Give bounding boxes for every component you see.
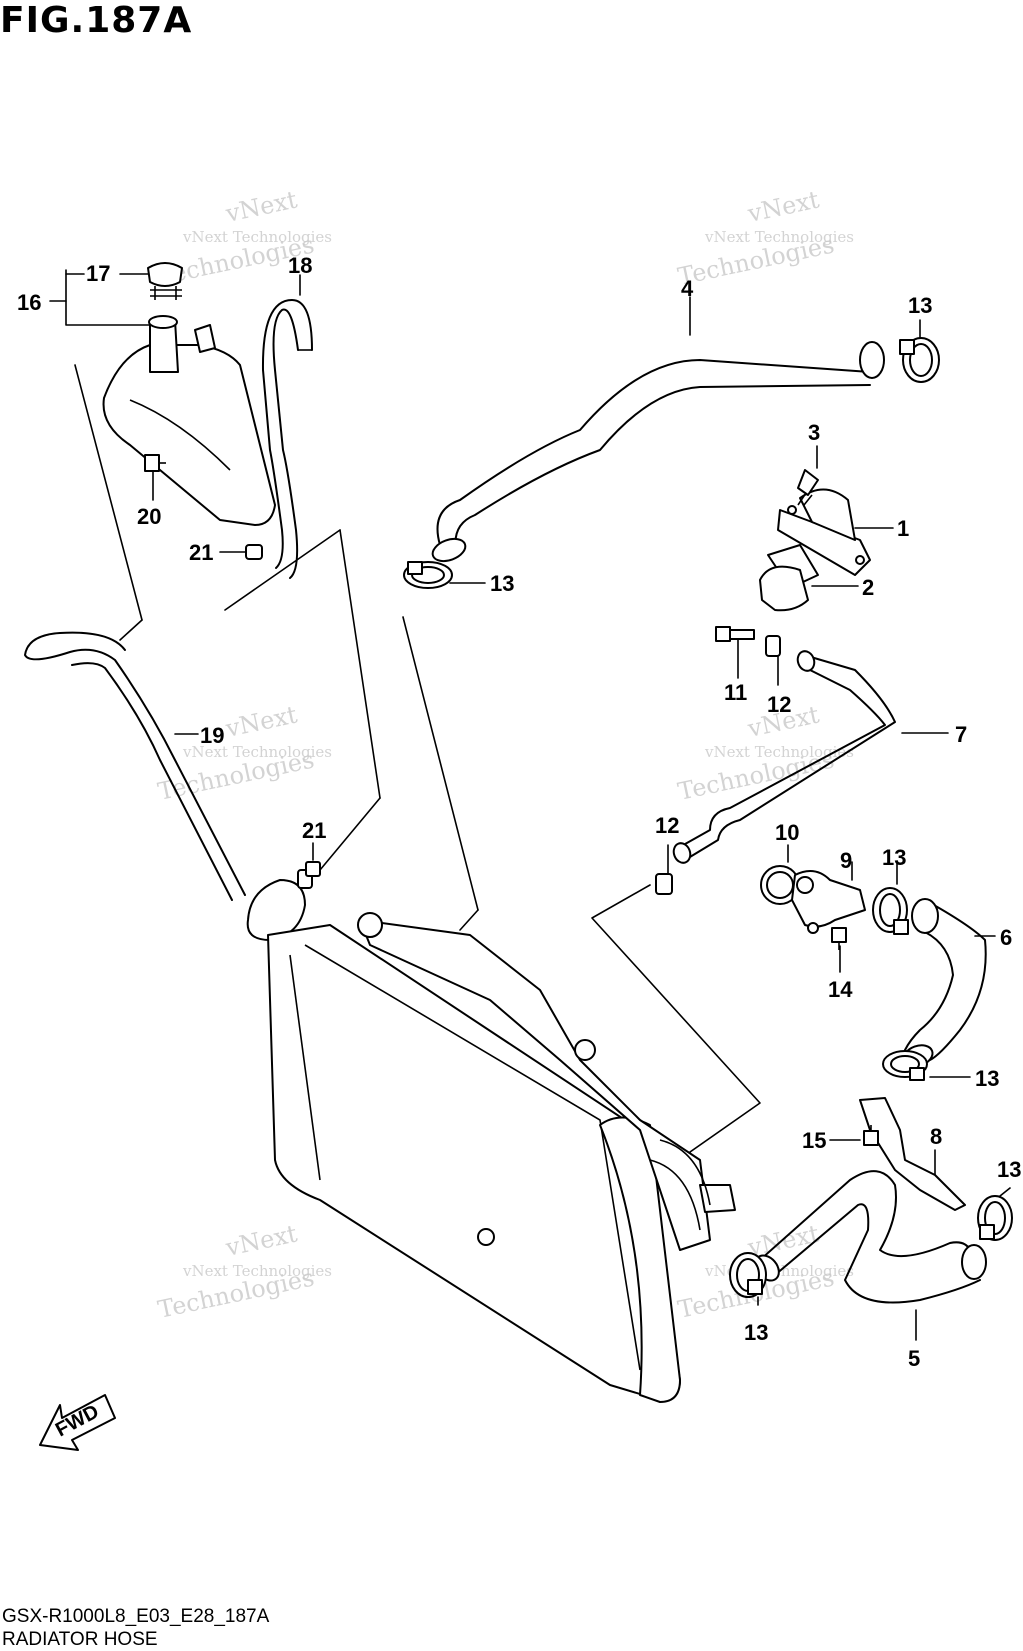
callout: 13: [490, 571, 514, 596]
callout: 12: [767, 692, 791, 717]
bolt-20: [144, 454, 166, 472]
fwd-arrow: FWD: [39, 1394, 116, 1451]
callout: 15: [802, 1128, 826, 1153]
callout: 3: [808, 420, 820, 445]
svg-text:vNext Technologies: vNext Technologies: [182, 228, 332, 246]
callout: 10: [775, 820, 799, 845]
callout: 12: [655, 813, 679, 838]
bolt-14: [831, 927, 847, 950]
lower-hose-5: [754, 1170, 987, 1304]
breather-hose-19: [24, 631, 246, 901]
drawing-name: RADIATOR HOSE: [2, 1629, 158, 1650]
watermark-top-right: vNext Technologies Technologies vNext: [675, 185, 854, 290]
figure-title: FIG.187A: [0, 0, 193, 41]
clamp-13-lower: [882, 1050, 928, 1081]
watermark-mid-left: vNext Technologies Technologies vNext: [155, 700, 332, 805]
clip-21-upper: [245, 544, 263, 560]
callout: 17: [86, 261, 110, 286]
clamp-13-outlet: [872, 887, 909, 935]
callout: 21: [302, 818, 326, 843]
svg-text:vNext: vNext: [222, 185, 300, 228]
callout: 1: [897, 516, 909, 541]
callout: 7: [955, 722, 967, 747]
radiator-cap: [246, 861, 321, 941]
upper-hose-4: [431, 341, 885, 563]
bolt-11: [715, 626, 755, 642]
callout-numbers: 17 16 18 20 21 19 21 4 13 3 1 2 13 11 12…: [17, 253, 1021, 1371]
svg-text:vNext: vNext: [744, 185, 822, 228]
clamp-13-top: [899, 337, 940, 383]
hose-6: [902, 898, 987, 1068]
callout: 21: [189, 540, 213, 565]
water-outlet-9: [791, 870, 866, 934]
clamp-13-mid: [403, 561, 453, 589]
callout: 20: [137, 504, 161, 529]
reservoir-tank-16: [102, 315, 276, 526]
bolt-15: [863, 1125, 879, 1146]
clamp-13-right: [977, 1195, 1013, 1241]
callout: 13: [744, 1320, 768, 1345]
callout: 13: [908, 293, 932, 318]
callout: 6: [1000, 925, 1012, 950]
clip-12-lower: [655, 873, 673, 895]
callout: 14: [828, 977, 853, 1002]
bolt-3: [797, 469, 819, 506]
bracket-8: [859, 1097, 966, 1211]
svg-text:vNext: vNext: [222, 1219, 300, 1262]
callout: 13: [997, 1157, 1021, 1182]
callout: 11: [724, 680, 747, 705]
drawing-code: GSX-R1000L8_E03_E28_187A: [2, 1606, 270, 1627]
callout: 18: [288, 253, 312, 278]
watermark-bottom-left: vNext Technologies Technologies vNext: [155, 1219, 332, 1323]
clip-12-upper: [765, 635, 781, 657]
leader-lines: [49, 269, 1011, 1341]
thermostat-cover-1: [777, 488, 871, 576]
radiator: [267, 912, 736, 1403]
overflow-hose-18: [261, 299, 313, 579]
callout: 16: [17, 290, 41, 315]
thermostat-2: [759, 544, 819, 612]
svg-text:vNext Technologies: vNext Technologies: [182, 743, 332, 761]
callout: 5: [908, 1346, 920, 1371]
svg-text:vNext Technologies: vNext Technologies: [704, 743, 854, 761]
callout: 9: [840, 848, 852, 873]
callout: 13: [975, 1066, 999, 1091]
callout: 19: [200, 723, 224, 748]
bypass-hose-7: [672, 650, 896, 864]
reservoir-cap-17: [147, 262, 183, 300]
clamp-13-bottom: [729, 1252, 767, 1298]
callout: 2: [862, 575, 874, 600]
svg-text:vNext Technologies: vNext Technologies: [182, 1262, 332, 1280]
callout: 8: [930, 1124, 942, 1149]
svg-text:vNext: vNext: [222, 700, 300, 743]
callout: 13: [882, 845, 906, 870]
callout: 4: [681, 276, 694, 301]
svg-text:vNext Technologies: vNext Technologies: [704, 228, 854, 246]
